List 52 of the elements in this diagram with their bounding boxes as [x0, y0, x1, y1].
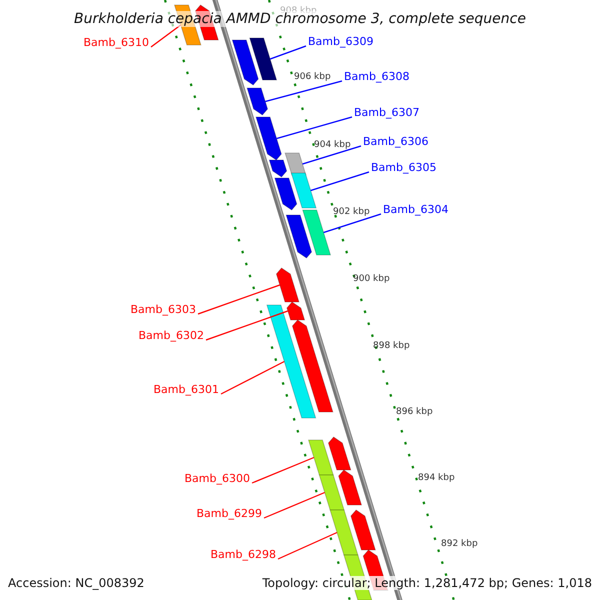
scale-label: 902 kbp [333, 208, 370, 217]
gene-block [286, 214, 312, 259]
gene-block [292, 319, 334, 412]
scale-label: 896 kbp [396, 408, 433, 417]
scale-label: 904 kbp [314, 141, 351, 150]
gene-label: Bamb_6308 [344, 71, 410, 82]
leader-line [198, 284, 280, 315]
leader-line [150, 24, 182, 48]
gene-label: Bamb_6299 [196, 508, 262, 519]
gene-block [286, 301, 306, 320]
leader-line [302, 145, 362, 165]
gene-block [268, 160, 288, 178]
scale-label: 894 kbp [418, 474, 455, 483]
leader-line [323, 213, 382, 234]
scale-label: 892 kbp [441, 540, 478, 549]
gene-label: Bamb_6298 [210, 549, 276, 560]
leader-line [270, 45, 306, 60]
gene-label: Bamb_6303 [130, 304, 196, 315]
gene-block [338, 469, 362, 506]
footer-text: Accession: NC_008392 [8, 576, 144, 590]
scale-label: 906 kbp [294, 73, 331, 82]
gene-block [308, 440, 334, 476]
gene-block [318, 474, 345, 510]
gene-block [246, 88, 268, 116]
gene-block [232, 40, 259, 86]
gene-block [266, 304, 316, 418]
gene-label: Bamb_6307 [354, 107, 420, 118]
footer-text: Topology: circular; Length: 1,281,472 bp; Genes: 1,018 [262, 576, 592, 590]
gene-block [328, 436, 352, 470]
leader-line [220, 360, 285, 395]
gene-block [249, 38, 278, 80]
gene-label: Bamb_6302 [138, 330, 204, 341]
gene-block [330, 510, 358, 556]
gene-label: Bamb_6306 [363, 136, 428, 147]
gene-block [290, 172, 317, 208]
gene-block [350, 509, 376, 550]
scale-label: 898 kbp [373, 342, 410, 351]
leader-line [264, 492, 325, 519]
gene-label: Bamb_6310 [84, 37, 149, 48]
leader-line [206, 310, 288, 341]
leader-line [276, 116, 352, 140]
scale-label: 900 kbp [353, 275, 390, 284]
gene-label: Bamb_6304 [383, 204, 448, 215]
gene-label: Bamb_6309 [308, 36, 374, 47]
gene-label: Bamb_6301 [154, 384, 219, 395]
leader-line [265, 80, 342, 102]
gene-block [302, 210, 332, 256]
gene-label: Bamb_6300 [184, 473, 250, 484]
leader-line [252, 456, 314, 484]
leader-line [278, 532, 338, 560]
gene-label: Bamb_6305 [371, 162, 436, 173]
leader-line [310, 171, 370, 192]
